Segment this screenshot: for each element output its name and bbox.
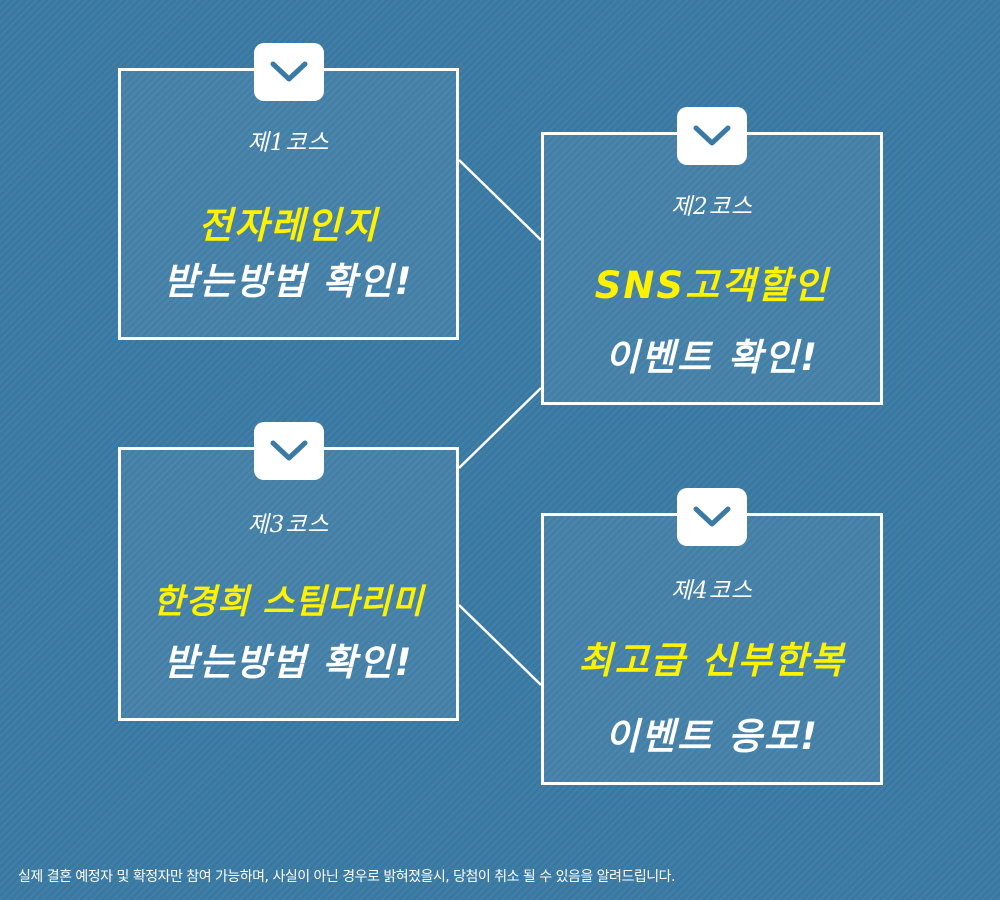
course-subtitle: 이벤트 확인! bbox=[605, 336, 819, 379]
course-highlight: 최고급 신부한복 bbox=[578, 639, 846, 682]
check-badge bbox=[253, 43, 324, 101]
check-badge bbox=[677, 107, 747, 165]
connector-3-4 bbox=[458, 604, 542, 686]
check-badge bbox=[253, 422, 324, 480]
course-subtitle: 받는방법 확인! bbox=[163, 260, 414, 303]
course-number: 제3코스 bbox=[247, 512, 330, 538]
course-subtitle: 받는방법 확인! bbox=[163, 641, 414, 684]
course-subtitle: 이벤트 응모! bbox=[605, 715, 819, 758]
course-highlight: SNS고객할인 bbox=[594, 264, 830, 307]
course-3-card[interactable]: 제3코스 한경희 스팀다리미 받는방법 확인! bbox=[118, 422, 459, 721]
check-icon bbox=[693, 506, 731, 527]
disclaimer-text: 실제 결혼 예정자 및 확정자만 참여 가능하며, 사실이 아닌 경우로 밝혀졌… bbox=[18, 869, 675, 885]
course-2-card[interactable]: 제2코스 SNS고객할인 이벤트 확인! bbox=[541, 107, 883, 405]
connector-2-3 bbox=[458, 387, 542, 469]
course-4-card[interactable]: 제4코스 최고급 신부한복 이벤트 응모! bbox=[541, 488, 883, 785]
check-badge bbox=[677, 488, 747, 546]
course-1-card[interactable]: 제1코스 전자레인지 받는방법 확인! bbox=[118, 43, 459, 340]
course-highlight: 한경희 스팀다리미 bbox=[152, 582, 425, 622]
course-number: 제2코스 bbox=[670, 194, 754, 220]
check-icon bbox=[270, 61, 307, 82]
connector-1-2 bbox=[458, 159, 542, 241]
check-icon bbox=[693, 125, 731, 146]
course-number: 제1코스 bbox=[247, 130, 330, 156]
course-highlight: 전자레인지 bbox=[198, 204, 379, 247]
check-icon bbox=[270, 440, 307, 461]
course-number: 제4코스 bbox=[670, 578, 754, 604]
